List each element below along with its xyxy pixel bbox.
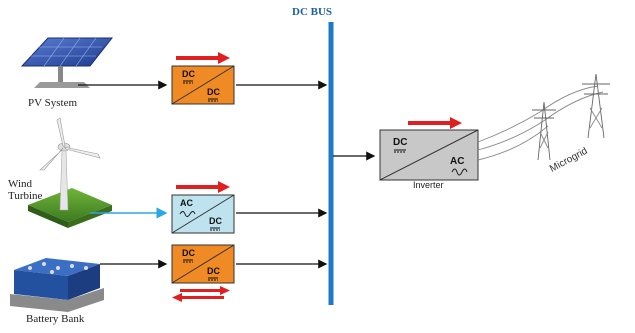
wind-turbine-icon — [28, 117, 112, 228]
wind-converter-input-label: AC — [180, 198, 193, 208]
inverter-label: Inverter — [413, 180, 444, 190]
wind-acdc-converter — [171, 194, 235, 234]
inverter-input-label: DC — [393, 137, 408, 148]
wind-turbine-label: Wind Turbine — [8, 178, 43, 202]
battery-bank-icon — [10, 258, 104, 312]
inverter-output-label: AC — [450, 156, 465, 167]
pv-system-label: PV System — [28, 97, 78, 109]
pv-dcdc-converter — [171, 65, 235, 105]
inverter-converter — [379, 129, 479, 181]
wind-converter-output-label: DC — [209, 216, 222, 226]
inverter-flow-arrow — [408, 117, 462, 129]
pv-flow-arrow — [176, 52, 230, 64]
transmission-towers-icon — [477, 73, 610, 161]
wind-flow-arrow — [176, 181, 230, 193]
pv-converter-input-label: DC — [182, 69, 195, 79]
battery-converter-input-label: DC — [182, 248, 195, 258]
dc-bus-label: DC BUS — [292, 6, 333, 18]
battery-bank-label: Battery Bank — [26, 313, 85, 325]
solar-panel-icon — [20, 37, 114, 88]
battery-bidirectional-flow-arrow — [172, 286, 230, 302]
battery-converter-output-label: DC — [207, 266, 220, 276]
battery-dcdc-converter — [171, 244, 235, 284]
pv-converter-output-label: DC — [207, 87, 220, 97]
